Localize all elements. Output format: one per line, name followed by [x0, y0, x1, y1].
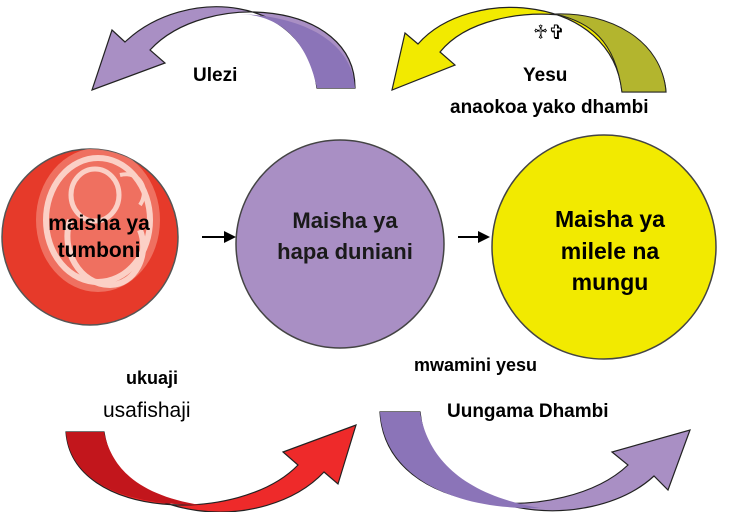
- label-yesu: Yesu: [523, 65, 568, 86]
- bottom-left-curved-arrow: [65, 424, 357, 512]
- label-anaokoa: anaokoa yako dhambi: [450, 97, 649, 118]
- stage-eternal-circle: [491, 134, 717, 360]
- stage-womb-text: maisha ya tumboni: [48, 212, 150, 263]
- fetus-image: [36, 149, 160, 292]
- arrow-womb-to-earth: [202, 231, 236, 243]
- stage-womb-circle: [1, 148, 179, 326]
- label-mwamini-yesu: mwamini yesu: [414, 355, 538, 375]
- top-left-curved-arrow: [91, 6, 356, 91]
- stage-eternal-text: Maisha ya milele na mungu: [555, 206, 665, 296]
- label-ukuaji: ukuaji: [126, 368, 179, 388]
- label-usafishaji: usafishaji: [103, 399, 191, 422]
- label-ulezi: Ulezi: [193, 65, 238, 86]
- top-right-curved-arrow: [391, 6, 667, 93]
- stage-earth-circle: [235, 139, 445, 349]
- arrow-earth-to-eternal: [458, 231, 490, 243]
- bottom-right-curved-arrow: [379, 411, 691, 512]
- cross-symbol-icon: ♱✞: [533, 20, 566, 44]
- stage-earth-text: Maisha ya hapa duniani: [277, 208, 413, 264]
- label-uungama-dhambi: Uungama Dhambi: [447, 401, 609, 422]
